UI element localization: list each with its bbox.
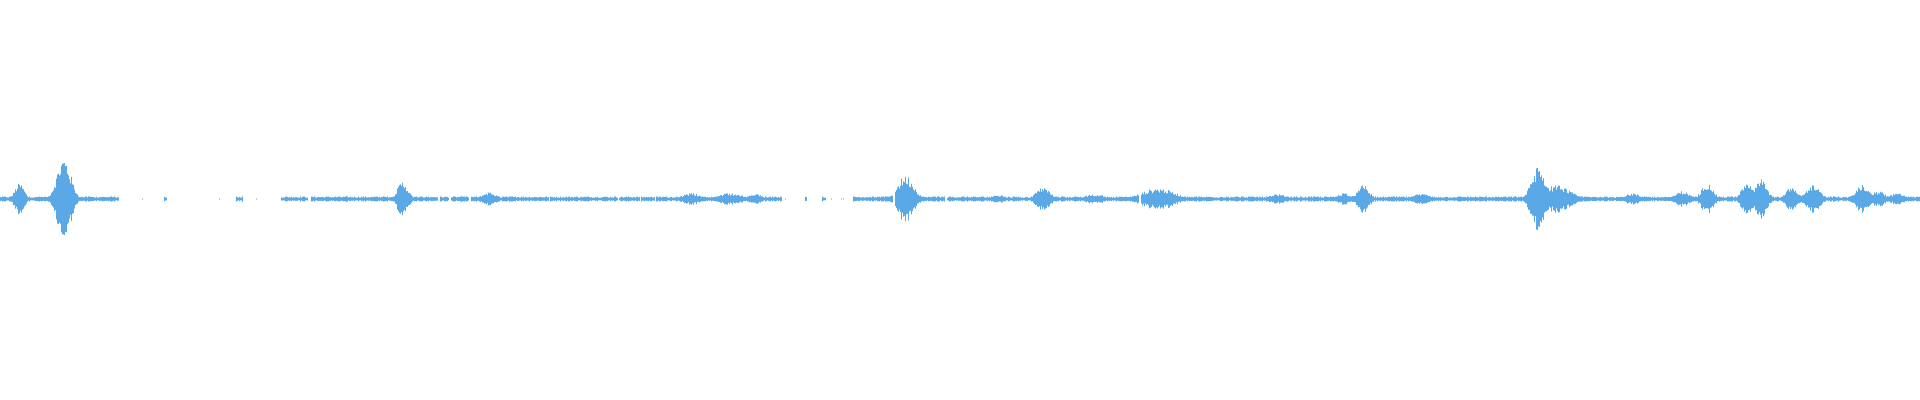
- waveform-trace: [0, 163, 1920, 235]
- waveform-bars: [0, 163, 1920, 235]
